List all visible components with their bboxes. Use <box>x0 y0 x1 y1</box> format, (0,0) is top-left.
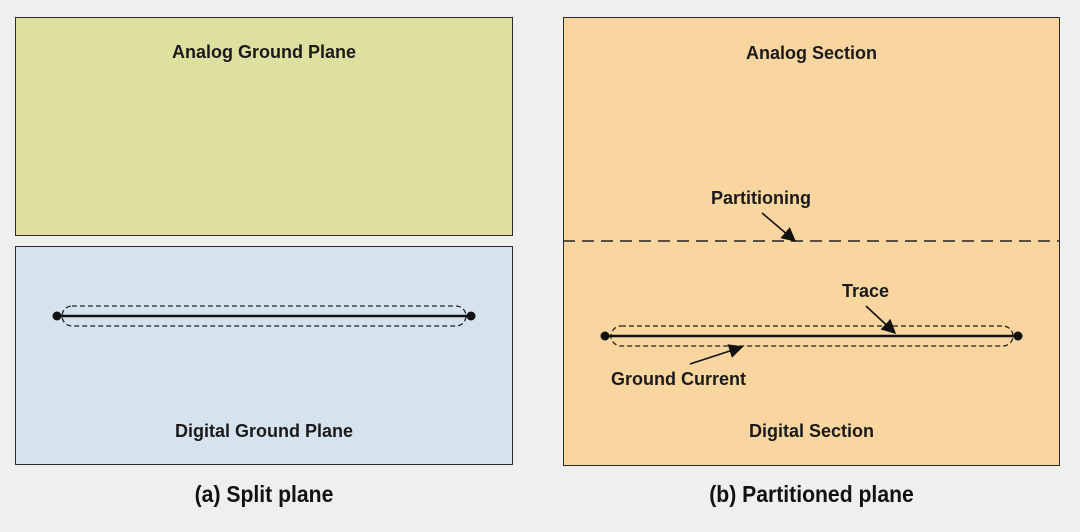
split-plane-trace <box>52 305 476 327</box>
analog-section-label: Analog Section <box>745 43 877 63</box>
split-plane-trace-end-left <box>52 311 62 321</box>
partitioned-plane-trace <box>600 325 1023 347</box>
analog-ground-plane-label: Analog Ground Plane <box>171 42 356 62</box>
ground-current-label: Ground Current <box>611 369 746 389</box>
digital-section-label: Digital Section <box>748 421 874 441</box>
trace-arrow <box>865 305 897 334</box>
split-plane-current-loop <box>61 305 467 327</box>
digital-ground-plane: Digital Ground Plane <box>15 246 513 465</box>
analog-ground-plane: Analog Ground Plane <box>15 17 513 236</box>
digital-ground-plane-label: Digital Ground Plane <box>174 421 353 441</box>
partitioning-arrow <box>761 212 797 242</box>
ground-current-arrow <box>689 344 744 365</box>
split-plane-caption: (a) Split plane <box>194 481 334 507</box>
partitioned-plane-caption: (b) Partitioned plane <box>709 481 914 507</box>
partitioned-plane-trace-end-right <box>1013 331 1023 341</box>
trace-label: Trace <box>842 281 890 301</box>
partitioning-label: Partitioning <box>711 188 811 208</box>
split-plane-trace-end-right <box>466 311 476 321</box>
partitioned-plane-trace-end-left <box>600 331 610 341</box>
